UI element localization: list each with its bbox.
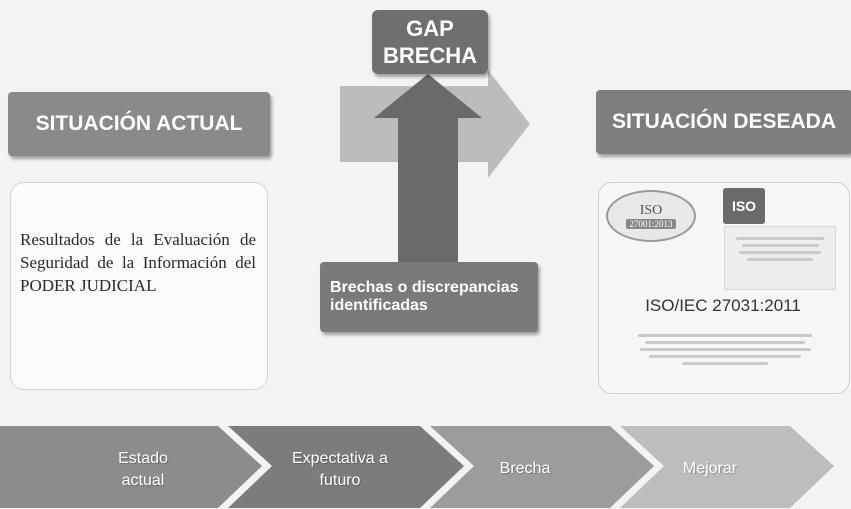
vertical-arrow [374, 74, 482, 262]
chevron-step-3 [430, 426, 654, 508]
gap-label: GAP [406, 15, 454, 41]
chevron-step-2 [228, 426, 464, 508]
brecha-label: BRECHA [382, 43, 478, 68]
iso-document-thumbnail [724, 226, 836, 290]
situacion-actual-text: Resultados de la Evaluación de Seguridad… [20, 230, 256, 295]
step-brecha: Brecha [499, 460, 551, 477]
step-expectativa-futuro: Expectativa a futuro [291, 450, 389, 489]
chevron-step-4 [620, 426, 834, 508]
situacion-actual-card [10, 182, 268, 390]
iso-seal-subtext: 27001:2013 [626, 219, 676, 229]
iso-seal-icon: ISO 27001:2013 [606, 190, 696, 242]
iso-logo-icon: ISO [723, 188, 765, 224]
process-chevrons: Estado actual Expectativa a futuro Brech… [0, 424, 851, 509]
chevron-step-1 [0, 426, 262, 508]
gap-brecha-box: GAP BRECHA [372, 10, 488, 74]
situacion-actual-title: SITUACIÓN ACTUAL [8, 92, 270, 156]
iso-standard-label: ISO/IEC 27031:2011 [645, 296, 801, 315]
step-mejorar: Mejorar [682, 460, 738, 477]
step-estado-actual: Estado actual [118, 450, 168, 489]
brechas-box: Brechas o discrepancias identificadas [320, 262, 538, 332]
iso-seal-text: ISO [639, 203, 663, 218]
situacion-deseada-title: SITUACIÓN DESEADA [596, 90, 851, 154]
iso-description-lines [630, 330, 820, 378]
